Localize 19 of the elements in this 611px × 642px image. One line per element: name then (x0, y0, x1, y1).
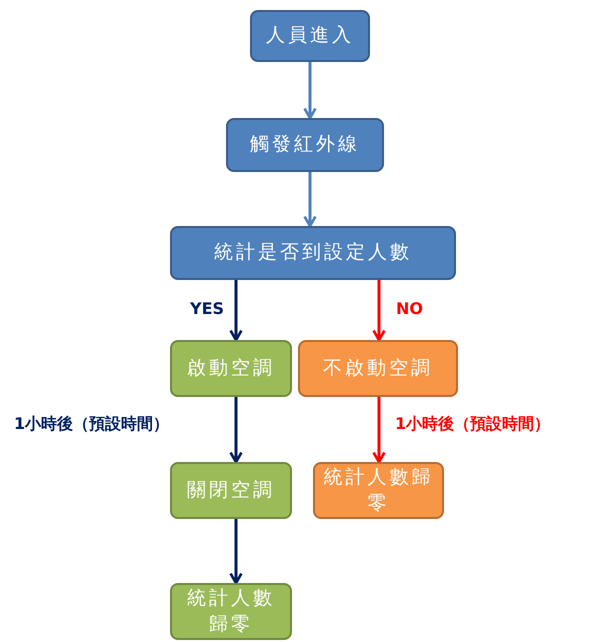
edge-label: YES (190, 299, 224, 318)
arrow (303, 172, 317, 228)
process-box: 人員進入 (250, 10, 370, 62)
process-box: 觸發紅外線 (226, 118, 384, 172)
process-box: 不啟動空調 (298, 340, 458, 397)
edge-label: 1小時後（預設時間） (395, 414, 550, 435)
arrow (229, 397, 243, 464)
process-box: 統計人數歸零 (170, 583, 292, 640)
arrow (229, 280, 243, 342)
arrow (372, 397, 386, 464)
process-box: 統計人數歸零 (313, 462, 444, 519)
process-box: 統計是否到設定人數 (170, 226, 456, 280)
edge-label: 1小時後（預設時間） (14, 414, 170, 435)
arrow (229, 519, 243, 584)
process-box: 啟動空調 (170, 340, 292, 397)
arrow (303, 62, 317, 120)
process-box: 關閉空調 (170, 462, 292, 519)
arrow (372, 280, 386, 342)
edge-label: NO (396, 299, 423, 318)
